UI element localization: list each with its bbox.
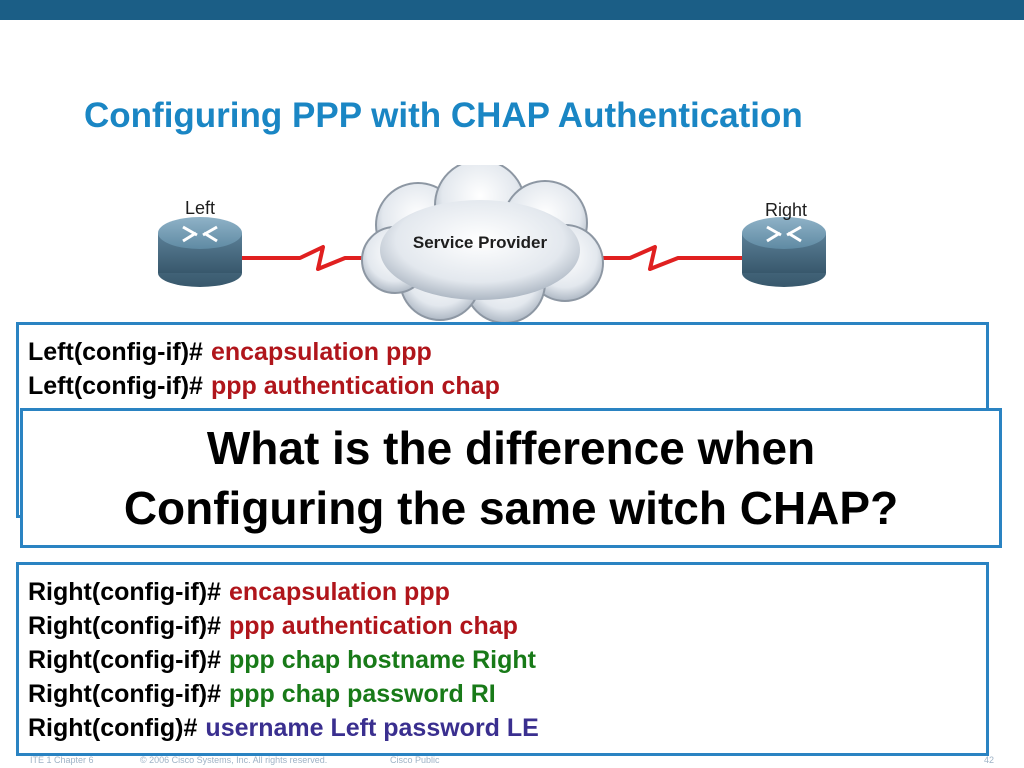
cli-prompt: Right(config)# bbox=[28, 714, 198, 742]
cli-prompt: Right(config-if)# bbox=[28, 680, 222, 708]
footer-page-number: 42 bbox=[983, 755, 994, 765]
config-line: Right(config)#username Left password LE bbox=[28, 711, 986, 745]
right-router-label: Right bbox=[765, 200, 807, 220]
top-bar bbox=[0, 0, 1024, 20]
footer-chapter: ITE 1 Chapter 6 bbox=[30, 755, 94, 765]
slide-footer: ITE 1 Chapter 6 © 2006 Cisco Systems, In… bbox=[30, 754, 994, 768]
config-line: Right(config-if)#ppp authentication chap bbox=[28, 609, 986, 643]
config-line: Right(config-if)#ppp chap hostname Right bbox=[28, 643, 986, 677]
cli-prompt: Right(config-if)# bbox=[28, 646, 222, 674]
question-line-2: Configuring the same witch CHAP? bbox=[123, 482, 899, 534]
config-line: Left(config-if)#encapsulation ppp bbox=[28, 335, 986, 369]
cli-prompt: Right(config-if)# bbox=[28, 578, 222, 606]
footer-classification: Cisco Public bbox=[390, 755, 440, 765]
cli-command: ppp authentication chap bbox=[210, 372, 500, 400]
cloud-label: Service Provider bbox=[413, 233, 548, 252]
cli-command: ppp authentication chap bbox=[229, 612, 518, 640]
right-router-icon bbox=[742, 217, 826, 287]
network-diagram: Service Provider Left Right bbox=[158, 165, 826, 324]
left-router-icon bbox=[158, 217, 242, 287]
right-config-box: Right(config-if)#encapsulation ppp Right… bbox=[16, 562, 989, 756]
config-line: Right(config-if)#encapsulation ppp bbox=[28, 575, 986, 609]
cli-command: username Left password LE bbox=[205, 714, 539, 742]
cli-command: encapsulation ppp bbox=[229, 578, 450, 606]
right-serial-link-icon bbox=[590, 245, 742, 271]
config-line: Right(config-if)#ppp chap password RI bbox=[28, 677, 986, 711]
config-line: Left(config-if)#ppp authentication chap bbox=[28, 369, 986, 403]
cloud-icon bbox=[361, 165, 604, 324]
footer-copyright: © 2006 Cisco Systems, Inc. All rights re… bbox=[140, 755, 328, 765]
left-router-label: Left bbox=[185, 198, 215, 218]
question-line-1: What is the difference when bbox=[206, 422, 816, 474]
cli-prompt: Left(config-if)# bbox=[28, 338, 203, 366]
cli-command: ppp chap password RI bbox=[229, 680, 496, 708]
left-serial-link-icon bbox=[242, 245, 370, 271]
cli-command: ppp chap hostname Right bbox=[229, 646, 536, 674]
cli-prompt: Left(config-if)# bbox=[28, 372, 203, 400]
cli-prompt: Right(config-if)# bbox=[28, 612, 222, 640]
question-box: What is the difference when Configuring … bbox=[20, 408, 1002, 548]
cli-command: encapsulation ppp bbox=[210, 338, 432, 366]
slide-title: Configuring PPP with CHAP Authentication bbox=[84, 96, 803, 135]
